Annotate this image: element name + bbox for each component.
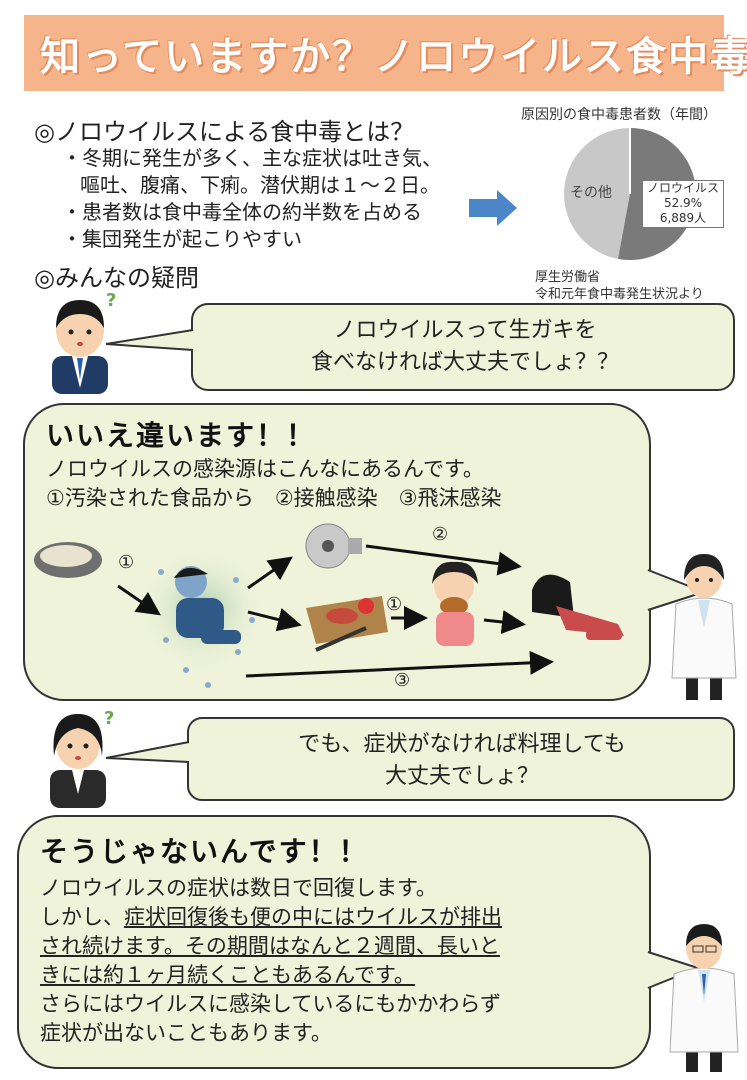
intro-bullet-2: ・患者数は食中毒全体の約半数を占める xyxy=(62,200,422,224)
a2-heading: そうじゃないんです！！ xyxy=(40,835,369,868)
q1-bubble-frame xyxy=(105,303,735,391)
title-banner xyxy=(24,15,724,91)
pie-label-noro-box: ノロウイルス 52.9% 6,889人 xyxy=(642,180,724,228)
q1-line-1: ノロウイルスって生ガキを xyxy=(333,318,597,343)
infection-route-illustration xyxy=(34,523,624,688)
a2-line-4: きには約１ヶ月続くこともあるんです。 xyxy=(40,963,415,987)
pie-source-1: 厚生労働省 xyxy=(535,270,601,285)
faq-heading: ◎みんなの疑問 xyxy=(34,264,199,292)
route-label-2: ② xyxy=(432,524,449,545)
a2-bubble-frame xyxy=(17,815,701,1069)
girl-eating-icon xyxy=(434,566,474,606)
pie-label-other: その他 xyxy=(570,185,612,201)
female-doctor-illustration xyxy=(671,554,737,700)
a2-line-2: しかし、症状回復後も便の中にはウイルスが排出 xyxy=(40,904,502,931)
pie-title: 原因別の食中毒患者数（年間） xyxy=(521,107,717,123)
q2-line-2: 大丈夫でしょ？ xyxy=(384,764,539,789)
a2-line-2-underlined: 症状回復後も便の中にはウイルスが排出 xyxy=(124,905,502,929)
intro-bullet-3: ・集団発生が起こりやすい xyxy=(62,227,302,251)
a2-line-5: さらにはウイルスに感染しているにもかかわらず xyxy=(40,992,501,1016)
page-title: 知っていますか？ノロウイルス食中毒 xyxy=(40,34,747,80)
svg-text:?: ? xyxy=(104,708,114,729)
a2-line-3: され続けます。その期間はなんと２週間、長いと xyxy=(40,934,500,958)
a1-heading: いいえ違います！！ xyxy=(46,419,317,452)
intro-bullet-1: ・冬期に発生が多く、主な症状は吐き気、 xyxy=(62,146,442,170)
woman-question-illustration: ? xyxy=(50,708,114,808)
pie-label-noro-count: 6,889人 xyxy=(659,211,707,225)
route-label-1a: ① xyxy=(118,552,135,573)
route-label-3: ③ xyxy=(394,670,411,691)
man-question-illustration: ? xyxy=(52,290,116,394)
route-label-1b: ① xyxy=(386,594,403,615)
a1-line-1: ノロウイルスの感染源はこんなにあるんです。 xyxy=(46,457,484,481)
a2-line-1: ノロウイルスの症状は数日で回復します。 xyxy=(40,876,437,900)
pie-source-2: 令和元年食中毒発生状況より xyxy=(535,287,704,302)
q1-line-2: 食べなければ大丈夫でしょ？？ xyxy=(310,350,619,375)
q2-bubble-frame xyxy=(105,717,735,801)
intro-bullet-1-cont: 嘔吐、腹痛、下痢。潜伏期は１～２日。 xyxy=(80,173,440,197)
a2-line-6: 症状が出ないこともあります。 xyxy=(40,1021,332,1045)
intro-heading: ◎ノロウイルスによる食中毒とは？ xyxy=(34,118,415,146)
svg-text:?: ? xyxy=(106,290,116,311)
male-doctor-illustration xyxy=(669,924,739,1072)
q2-line-1: でも、症状がなければ料理しても xyxy=(298,732,626,757)
pie-label-noro-name: ノロウイルス xyxy=(646,181,719,195)
a1-line-2: ①汚染された食品から ②接触感染 ③飛沫感染 xyxy=(46,486,502,510)
a2-line-2-lead: しかし、 xyxy=(40,905,124,929)
arrow-right-icon xyxy=(469,190,517,226)
pie-label-noro-percent: 52.9% xyxy=(663,196,703,210)
